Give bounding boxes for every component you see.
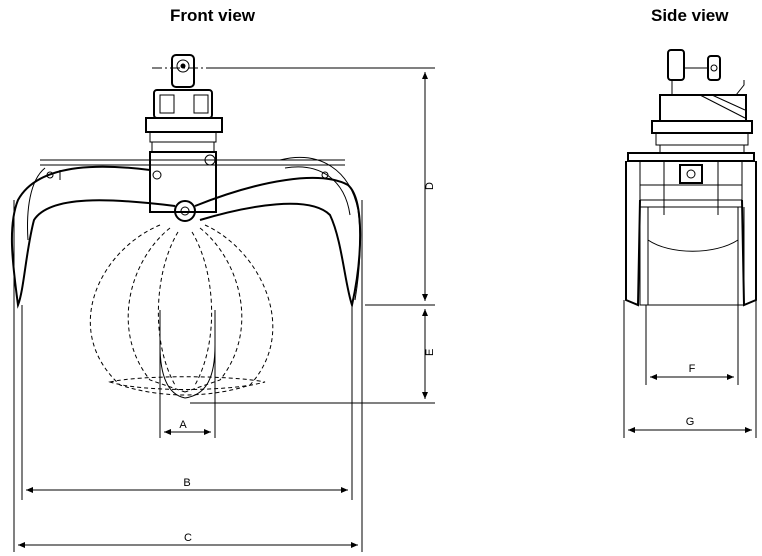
dimension-B [21, 305, 353, 500]
head-frame [40, 151, 345, 222]
dimension-F-label: F [689, 363, 696, 375]
side-rotator-link [667, 49, 745, 96]
dimension-E [190, 309, 435, 404]
closing-positions [89, 224, 274, 399]
side-frame [627, 152, 755, 215]
dimension-A [159, 345, 216, 438]
right-jaw [194, 156, 362, 309]
left-jaw [10, 165, 176, 309]
rotator-link [152, 54, 215, 88]
dimension-D-label: D [424, 182, 436, 190]
front-view-drawing: D E A B C [10, 54, 436, 552]
side-rotator-body [651, 94, 753, 154]
side-view-drawing: F G [623, 49, 757, 438]
dimension-F [645, 305, 739, 385]
dimension-C-label: C [184, 532, 192, 544]
dimension-E-label: E [424, 349, 436, 356]
dimension-B-label: B [183, 477, 190, 489]
dimension-A-label: A [179, 419, 187, 431]
dimension-G [623, 300, 757, 438]
front-view-title: Front view [170, 6, 256, 25]
dimension-C [13, 200, 363, 552]
side-view-title: Side view [651, 6, 729, 25]
dimension-D [215, 67, 435, 306]
side-jaws [625, 161, 757, 307]
dimension-G-label: G [686, 416, 695, 428]
rotator-body [145, 89, 223, 153]
